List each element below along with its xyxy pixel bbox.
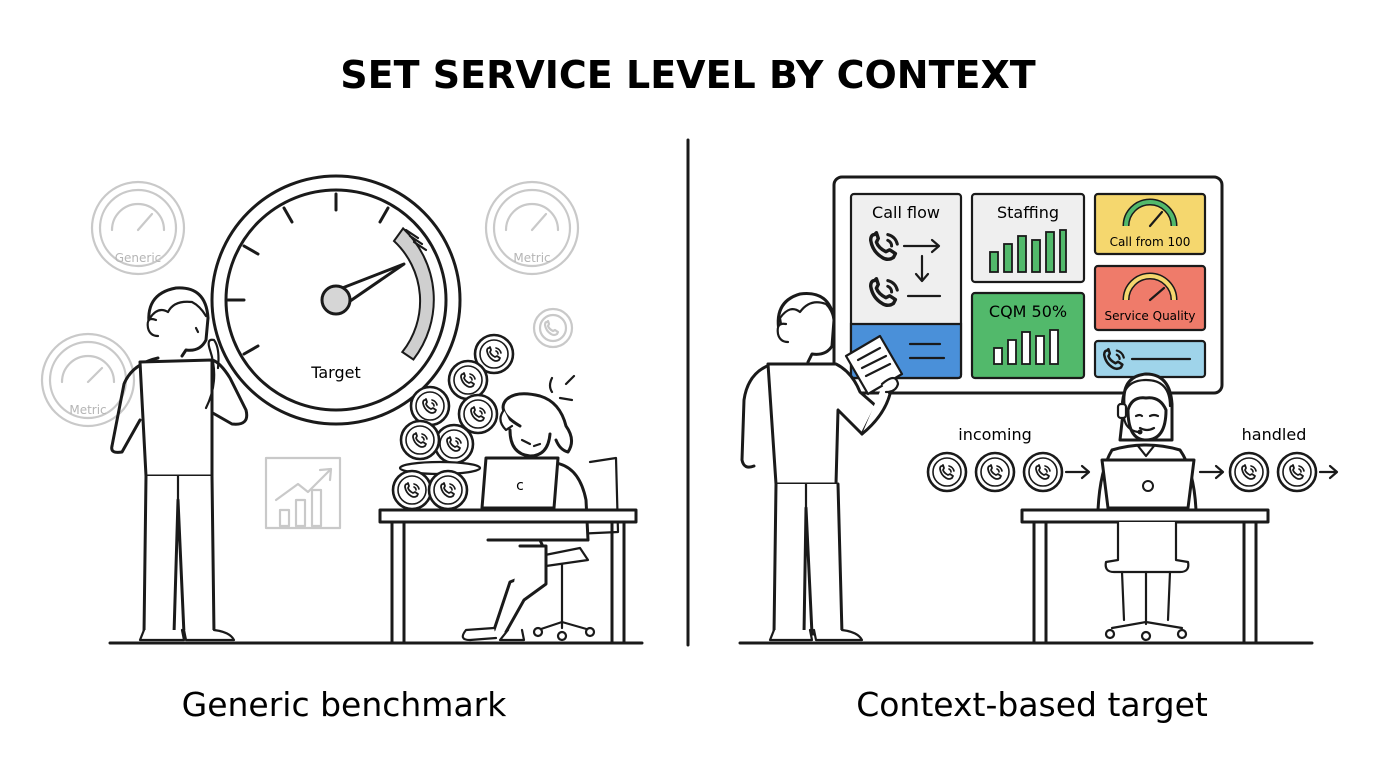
tile-staffing: Staffing — [970, 192, 1086, 284]
tile-call-from-label: Call from 100 — [1110, 235, 1191, 249]
right-panel: Call flow Staffing — [738, 175, 1339, 724]
tile-call-flow-label: Call flow — [872, 203, 940, 222]
faint-chart-icon — [264, 456, 342, 530]
tile-call-from: Call from 100 — [1093, 192, 1207, 256]
analyst-man — [740, 292, 904, 642]
incoming-calls — [928, 453, 1091, 491]
faint-gauge-metric-left: Metric — [40, 332, 136, 428]
context-dashboard: Call flow Staffing — [832, 175, 1224, 395]
handled-label: handled — [1242, 425, 1307, 444]
call-pile — [393, 335, 513, 509]
faint-gauge-metric-left-label: Metric — [69, 403, 106, 417]
faint-gauge-generic-label: Generic — [115, 251, 162, 265]
faint-phone-icon — [532, 307, 574, 349]
tile-service-quality-label: Service Quality — [1104, 309, 1195, 323]
target-gauge-label: Target — [310, 363, 361, 382]
tile-cqm: CQM 50% — [970, 291, 1086, 380]
right-caption: Context-based target — [856, 685, 1208, 724]
calm-agent — [1020, 372, 1270, 644]
handled-calls — [1198, 453, 1339, 491]
faint-gauge-metric-top-label: Metric — [513, 251, 550, 265]
page-title: SET SERVICE LEVEL BY CONTEXT — [340, 53, 1035, 97]
target-gauge: Target — [210, 174, 462, 426]
faint-gauge-generic: Generic — [90, 180, 186, 276]
left-caption: Generic benchmark — [182, 685, 508, 724]
thinking-man — [110, 286, 249, 642]
tile-staffing-label: Staffing — [997, 203, 1059, 222]
tile-service-quality: Service Quality — [1093, 264, 1207, 332]
left-panel: Generic Metric Metric — [40, 174, 644, 724]
tile-cqm-label: CQM 50% — [989, 302, 1067, 321]
incoming-label: incoming — [958, 425, 1032, 444]
laptop-logo-left: c — [516, 478, 524, 494]
tile-call-bar — [1093, 339, 1207, 379]
stressed-agent: c — [378, 374, 638, 644]
faint-gauge-metric-top: Metric — [484, 180, 580, 276]
